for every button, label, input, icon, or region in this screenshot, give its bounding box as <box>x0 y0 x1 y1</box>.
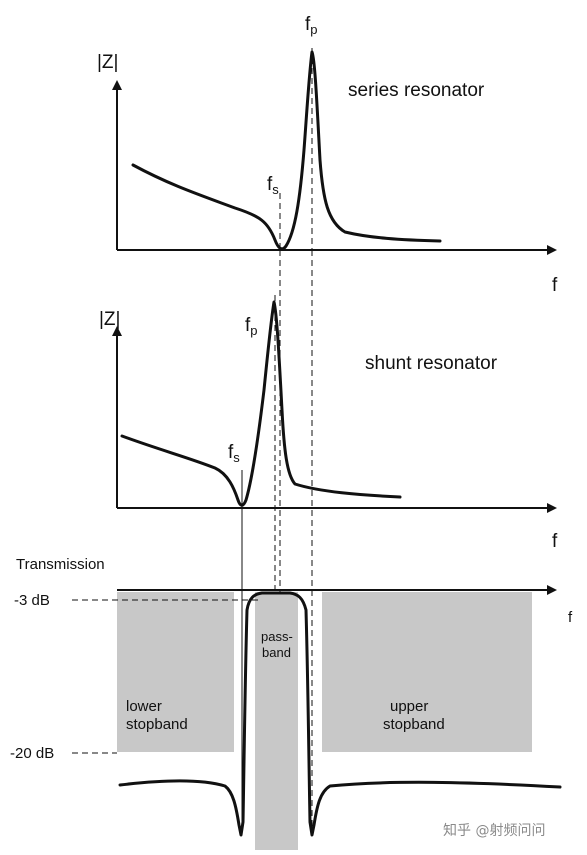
upper-stopband-label-line1: upper <box>390 698 428 715</box>
shunt-fp-label: fp <box>245 315 258 338</box>
level-3db-label: -3 dB <box>14 592 50 609</box>
lower-stopband-label-line1: lower <box>126 698 162 715</box>
shunt-impedance-curve <box>120 300 402 507</box>
series-title: series resonator <box>348 80 485 101</box>
lower-stopband-region <box>117 592 234 752</box>
series-fs-label: fs <box>267 174 279 197</box>
passband-label-line2: band <box>262 645 291 660</box>
shunt-title: shunt resonator <box>365 353 498 374</box>
passband-region <box>255 592 298 850</box>
series-fp-label: fp <box>305 14 318 37</box>
passband-label-line1: pass- <box>261 629 293 644</box>
series-impedance-curve <box>131 50 442 251</box>
transmission-x-label: f <box>568 609 573 626</box>
series-y-label: |Z| <box>97 52 118 73</box>
shunt-fs-label: fs <box>228 442 240 465</box>
shunt-y-label: |Z| <box>99 309 120 330</box>
transmission-curve <box>118 591 562 837</box>
level-20db-label: -20 dB <box>10 745 54 762</box>
shunt-panel: |Z| f shunt resonator fs fp <box>99 250 558 835</box>
transmission-panel: Transmission f -3 dB -20 dB pass- band l… <box>10 556 573 850</box>
lower-stopband-label-line2: stopband <box>126 716 188 733</box>
transmission-y-label: Transmission <box>16 556 105 573</box>
shunt-x-label: f <box>552 531 558 552</box>
upper-stopband-region <box>322 592 532 752</box>
series-x-label: f <box>552 275 558 296</box>
series-panel: |Z| f series resonator fs fp <box>97 14 558 296</box>
upper-stopband-label-line2: stopband <box>383 716 445 733</box>
watermark: 知乎 @射频问问 <box>443 822 545 839</box>
